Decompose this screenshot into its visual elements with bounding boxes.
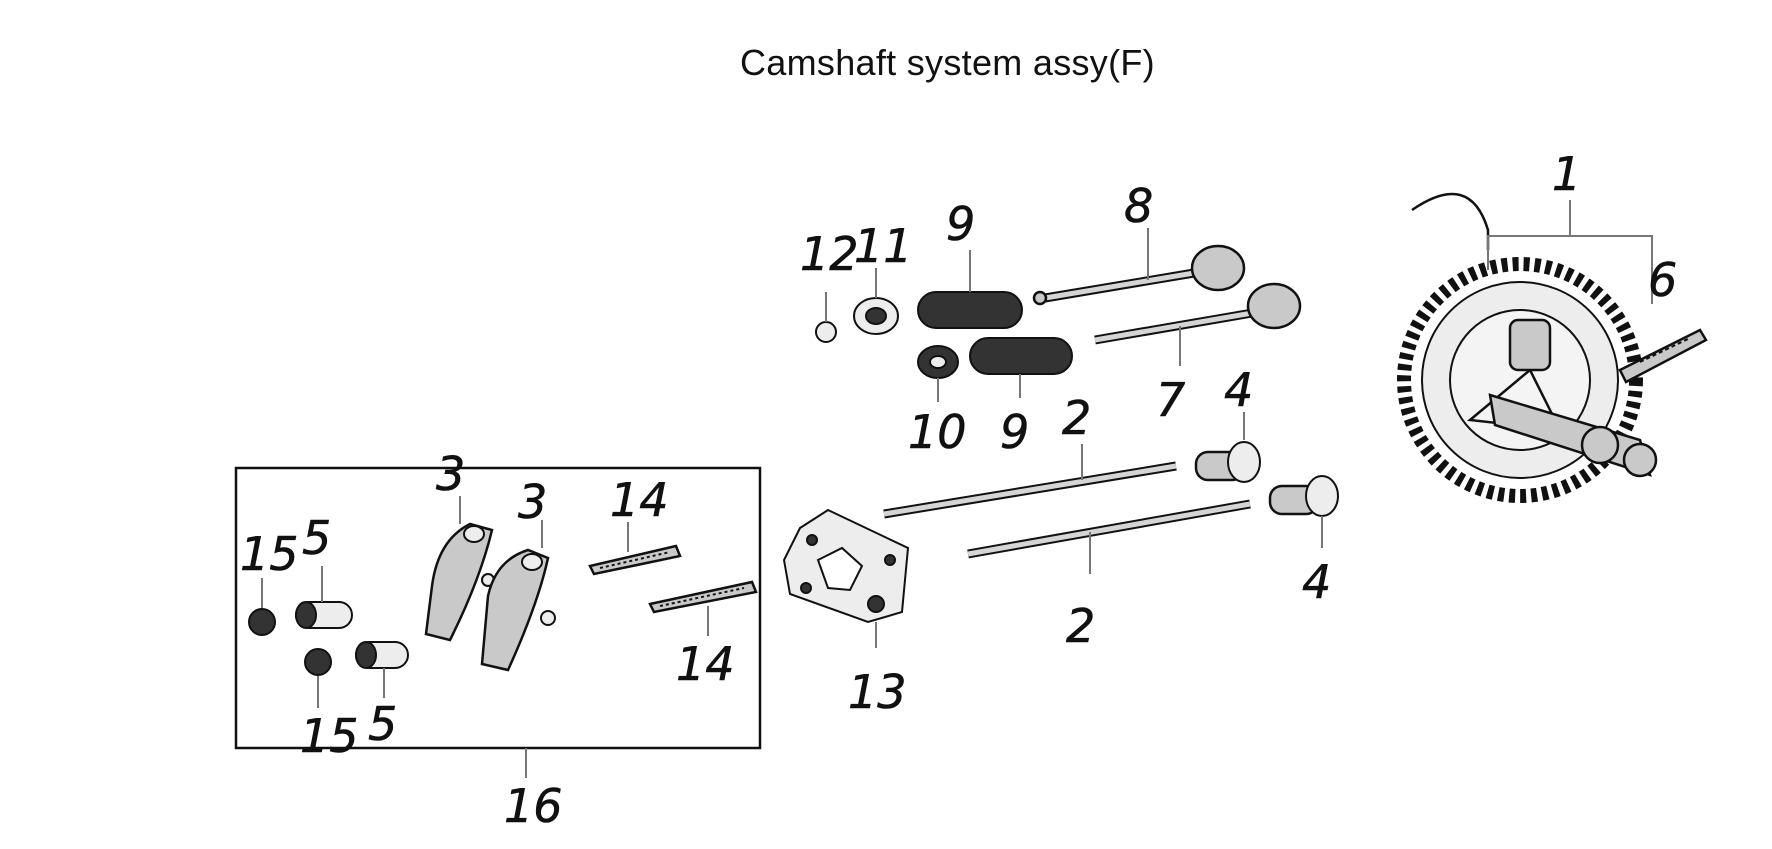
nut-upper [248,608,276,636]
callout-2-lower: 2 [1066,599,1095,653]
spring-retainer-lower [917,345,959,379]
camshaft-gear-part [1397,257,1658,503]
callout-16: 16 [504,779,563,833]
valve-cotter-part [815,321,837,343]
callout-12: 12 [800,227,859,281]
callout-5-upper: 5 [302,511,331,565]
adjusting-screw-upper [588,544,682,576]
callout-9-lower: 9 [1000,405,1029,459]
spring-retainer-upper [853,297,899,335]
callout-11: 11 [854,219,913,273]
callout-3-right: 3 [518,475,547,529]
rocker-arm-left [424,522,495,642]
callout-7: 7 [1156,373,1185,427]
valve-spring-lower [969,337,1073,375]
pivot-bushing-upper [295,601,353,629]
kit-box-outline [234,466,762,750]
callout-6: 6 [1648,253,1677,307]
tappet-lower [1268,475,1339,517]
callout-4-lower: 4 [1302,555,1331,609]
callout-9-upper: 9 [946,197,975,251]
callout-10: 10 [908,405,967,459]
rocker-arm-right [480,548,556,672]
diagram-title: Camshaft system assy(F) [740,42,1155,83]
callout-15-upper: 15 [240,527,299,581]
callout-14-lower: 14 [676,637,735,691]
valve-spring-upper [917,291,1023,329]
gasket-plate-part [782,508,910,624]
adjusting-screw-lower [648,580,758,614]
callout-3-left: 3 [436,447,465,501]
pivot-bushing-lower [355,641,409,669]
callout-5-lower: 5 [368,697,397,751]
callout-14-upper: 14 [610,473,669,527]
callout-15-lower: 15 [300,709,359,763]
nut-lower [304,648,332,676]
callout-4-upper: 4 [1224,363,1253,417]
callout-8: 8 [1124,179,1153,233]
valve-upper-part [1032,244,1246,306]
callout-2-upper: 2 [1062,391,1091,445]
decomp-wire-curve [1411,192,1490,250]
callout-1: 1 [1552,147,1581,201]
spring-pin-part [1618,328,1708,384]
push-rod-lower [967,499,1251,559]
callout-13: 13 [848,665,907,719]
push-rod-upper [883,461,1177,519]
tappet-upper [1194,441,1261,483]
valve-lower-part [1094,282,1302,345]
